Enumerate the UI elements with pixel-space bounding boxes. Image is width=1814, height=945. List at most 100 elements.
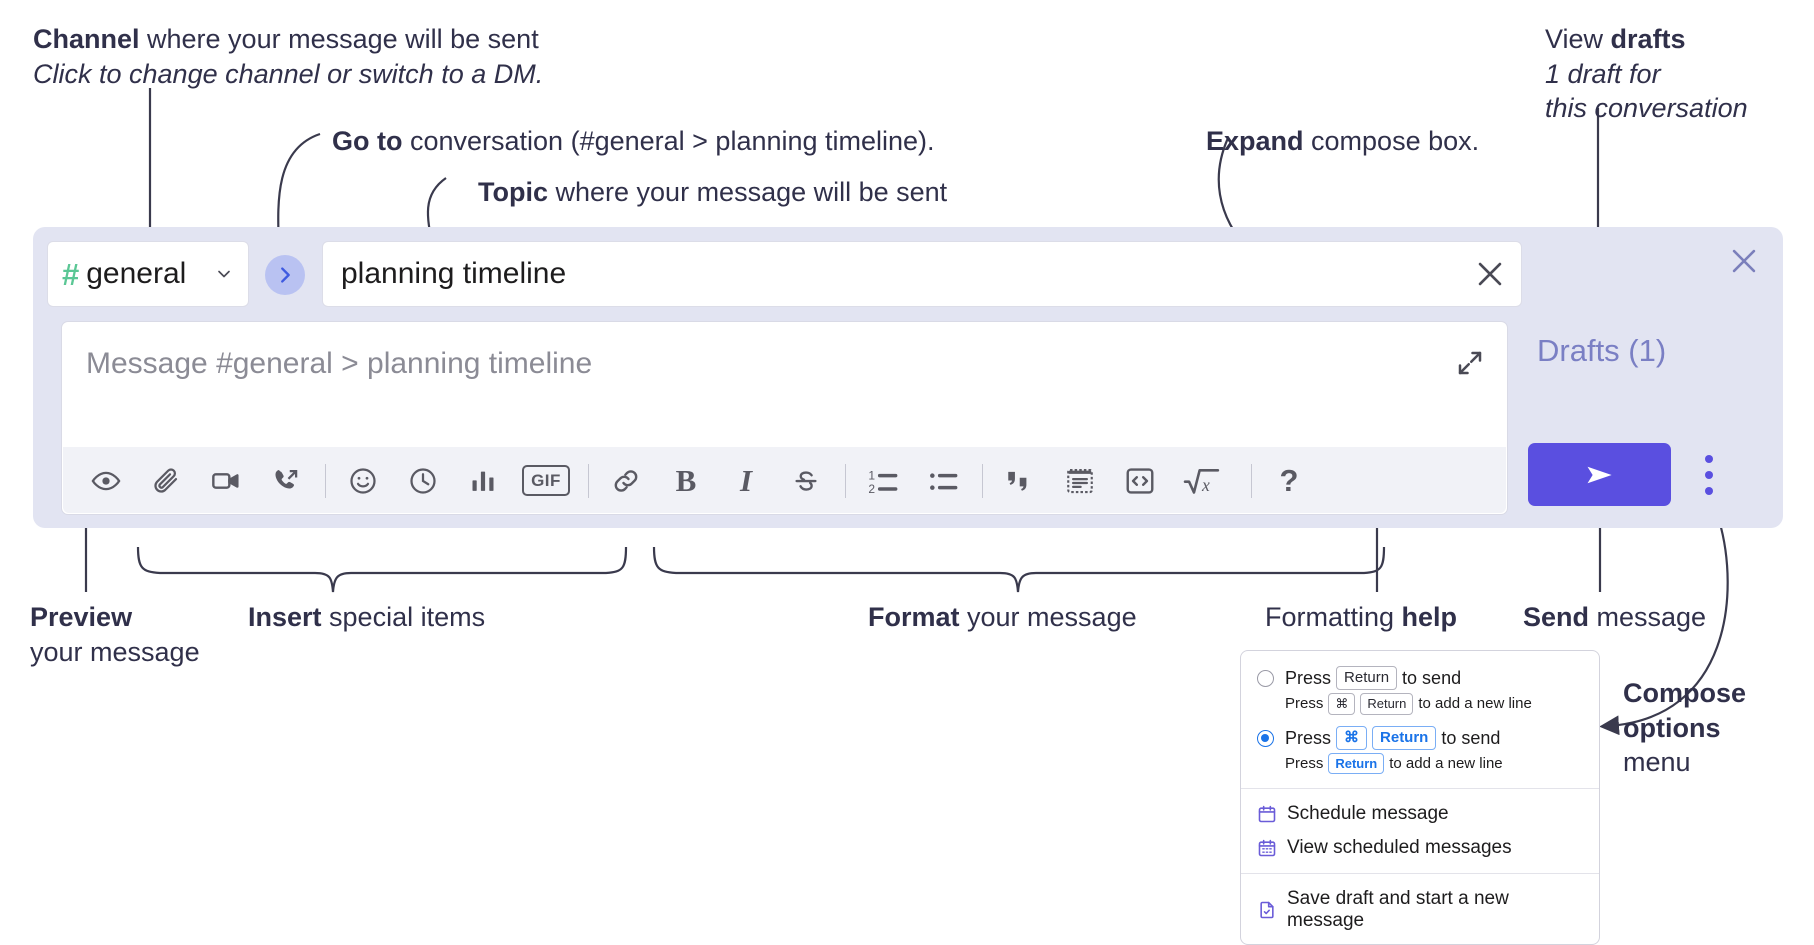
bold-icon[interactable]: B [675, 462, 697, 498]
inline-code-icon[interactable] [1119, 460, 1161, 502]
annotation-goto-rest: conversation (#general > planning timeli… [402, 126, 935, 156]
annotation-help: Formatting help [1265, 600, 1457, 635]
compose-inner: # general planning timeline Message #gen… [47, 241, 1522, 515]
annotation-help-pre: Formatting [1265, 602, 1402, 632]
italic-icon[interactable]: I [739, 462, 753, 498]
compose-options-menu: Press Return to send Press ⌘ Return to a… [1240, 650, 1600, 945]
blockquote-icon[interactable] [999, 460, 1041, 502]
kebab-dot [1705, 455, 1713, 463]
toolbar-divider [325, 463, 326, 498]
option2-sub-pre: Press [1285, 755, 1324, 772]
link-icon[interactable] [605, 460, 647, 502]
schedule-clock-icon[interactable] [402, 460, 444, 502]
annotation-compose-options-bold2: options [1623, 712, 1721, 743]
close-icon[interactable] [1727, 244, 1761, 278]
message-input-box[interactable]: Message #general > planning timeline [61, 321, 1508, 515]
poll-bar-chart-icon[interactable] [462, 460, 504, 502]
svg-text:1: 1 [868, 468, 875, 482]
radio-unselected[interactable] [1257, 670, 1274, 687]
goto-conversation-button[interactable] [265, 255, 305, 295]
compose-panel: # general planning timeline Message #gen… [33, 227, 1783, 528]
key-command: ⌘ [1328, 693, 1356, 715]
option1-pre: Press [1285, 668, 1332, 688]
option1-sub-post: to add a new line [1418, 695, 1532, 713]
option1-sub-pre: Press [1285, 695, 1324, 713]
svg-text:x: x [1201, 475, 1210, 495]
compose-options-button[interactable] [1697, 452, 1721, 498]
send-arrow-icon [1587, 466, 1612, 483]
menu-option1-subtext: Press ⌘ Return to add a new line [1241, 691, 1599, 721]
menu-item-schedule-message[interactable]: Schedule message [1241, 797, 1599, 831]
channel-selector[interactable]: # general [47, 241, 249, 307]
annotation-expand-bold: Expand [1206, 126, 1304, 156]
annotation-send: Send message [1523, 600, 1706, 635]
strikethrough-icon[interactable] [785, 460, 827, 502]
calendar-icon [1257, 804, 1277, 824]
send-button[interactable] [1528, 443, 1671, 506]
chevron-right-icon [281, 267, 290, 283]
clear-topic-icon[interactable] [1473, 257, 1507, 291]
svg-text:2: 2 [868, 482, 875, 496]
menu-item-view-scheduled-messages[interactable]: View scheduled messages [1241, 831, 1599, 865]
key-return: Return [1372, 725, 1437, 750]
topic-input[interactable]: planning timeline [322, 241, 1522, 307]
annotation-goto: Go to conversation (#general > planning … [332, 124, 935, 159]
annotation-preview-bold: Preview [30, 602, 133, 632]
annotation-topic-bold: Topic [478, 177, 548, 207]
option1-post: to send [1402, 668, 1462, 688]
math-sqrt-icon[interactable]: x [1179, 460, 1233, 502]
annotation-preview-sub: your message [30, 636, 200, 667]
annotation-channel-rest: where your message will be sent [139, 24, 539, 54]
attachment-paperclip-icon[interactable] [145, 460, 187, 502]
key-return: Return [1336, 665, 1398, 691]
key-command: ⌘ [1336, 725, 1368, 750]
preview-eye-icon[interactable] [85, 460, 127, 502]
annotation-format-bold: Format [868, 602, 960, 632]
annotation-format: Format your message [868, 600, 1137, 635]
kebab-dot [1705, 471, 1713, 479]
annotation-drafts-sub2: this conversation [1545, 93, 1748, 124]
drafts-link[interactable]: Drafts (1) [1537, 333, 1667, 368]
annotation-insert: Insert special items [248, 600, 485, 635]
code-block-icon[interactable] [1059, 460, 1101, 502]
menu-item-save-draft[interactable]: Save draft and start a new message [1241, 882, 1599, 938]
emoji-icon[interactable] [342, 460, 384, 502]
menu-option-cmd-return-to-send[interactable]: Press ⌘ Return to send [1241, 721, 1599, 751]
annotation-preview: Preview your message [30, 600, 200, 669]
toolbar-divider [845, 463, 846, 498]
annotation-insert-rest: special items [321, 602, 486, 632]
bulleted-list-icon[interactable] [922, 460, 964, 502]
annotation-channel: Channel where your message will be sent … [33, 22, 543, 91]
option2-pre: Press [1285, 727, 1332, 748]
annotation-topic: Topic where your message will be sent [478, 175, 947, 210]
annotation-compose-options-rest: menu [1623, 747, 1691, 778]
option2-sub-post: to add a new line [1389, 755, 1503, 772]
audio-clip-icon[interactable] [265, 460, 307, 502]
radio-selected[interactable] [1257, 729, 1274, 747]
annotation-drafts: View drafts 1 draft for this conversatio… [1545, 22, 1748, 126]
formatting-help-icon[interactable]: ? [1279, 462, 1299, 498]
toolbar-divider [982, 463, 983, 498]
annotation-help-bold: help [1401, 602, 1458, 632]
expand-compose-icon[interactable] [1455, 348, 1485, 378]
menu-divider [1241, 873, 1599, 875]
video-camera-icon[interactable] [205, 460, 247, 502]
toolbar-divider [1251, 463, 1252, 498]
toolbar-divider [588, 463, 589, 498]
annotation-compose-options-bold1: Compose [1623, 678, 1747, 708]
menu-item-label: View scheduled messages [1287, 837, 1512, 859]
menu-item-label: Save draft and start a new message [1287, 888, 1509, 932]
gif-icon[interactable]: GIF [522, 465, 570, 496]
annotation-channel-sub: Click to change channel or switch to a D… [33, 58, 544, 89]
channel-name: general [86, 257, 187, 290]
menu-option2-subtext: Press Return to add a new line [1241, 751, 1599, 781]
key-return: Return [1360, 693, 1414, 715]
menu-item-label: Schedule message [1287, 803, 1449, 825]
annotation-insert-bold: Insert [248, 602, 322, 632]
annotation-drafts-pre: View [1545, 24, 1611, 54]
annotation-send-rest: message [1589, 602, 1707, 632]
menu-option-return-to-send[interactable]: Press Return to send [1241, 661, 1599, 691]
annotation-format-rest: your message [959, 602, 1137, 632]
